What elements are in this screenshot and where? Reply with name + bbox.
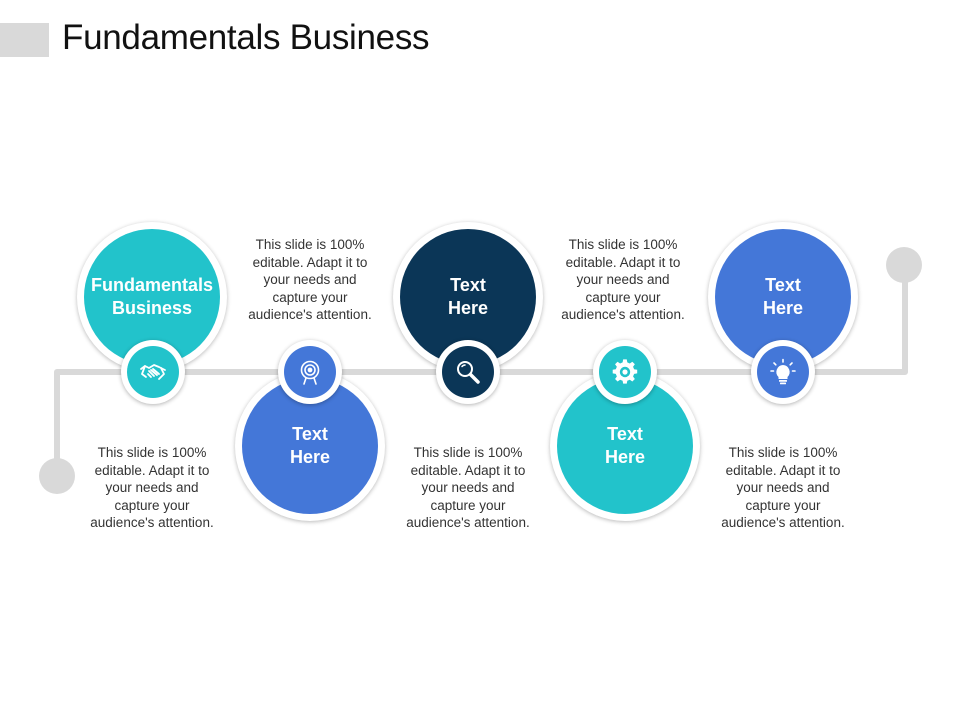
page-title: Fundamentals Business [62, 18, 430, 57]
step-node-5: Text Here [708, 222, 858, 372]
step-description-5-line-3: your needs and [736, 480, 830, 496]
step-node-2-label-line-1: Text [292, 424, 328, 444]
step-node-3-label-line-2: Here [447, 298, 489, 318]
step-description-3: This slide is 100% editable. Adapt it to… [393, 444, 543, 532]
step-description-2-line-3: your needs and [263, 272, 357, 288]
step-description-3-line-4: capture your [430, 497, 506, 513]
step-node-4-label-line-2: Here [604, 447, 646, 467]
step-badge-5 [751, 340, 815, 404]
step-badge-2 [278, 340, 342, 404]
step-description-5-line-5: audience's attention. [721, 515, 845, 531]
gear-icon [612, 359, 638, 384]
step-node-5-label-line-1: Text [765, 275, 801, 295]
step-badge-3 [436, 340, 500, 404]
step-description-1-line-1: This slide is 100% [97, 445, 207, 460]
handshake-icon [140, 364, 166, 380]
step-description-1-line-2: editable. Adapt it to [94, 462, 210, 478]
step-description-4-line-4: capture your [585, 289, 661, 305]
step-description-1-line-4: capture your [114, 497, 190, 513]
step-description-4-line-3: your needs and [576, 272, 670, 288]
step-description-5-line-2: editable. Adapt it to [725, 462, 841, 478]
step-badge-4-circle [599, 346, 651, 398]
step-node-4-label-line-1: Text [607, 424, 643, 444]
step-description-2: This slide is 100% editable. Adapt it to… [235, 236, 385, 324]
step-description-3-line-5: audience's attention. [406, 515, 530, 531]
lightbulb-icon [770, 358, 796, 385]
step-description-2-line-1: This slide is 100% [255, 237, 365, 252]
step-description-2-line-5: audience's attention. [248, 307, 372, 323]
step-description-2-line-4: capture your [272, 289, 348, 305]
step-description-5: This slide is 100% editable. Adapt it to… [708, 444, 858, 532]
step-description-4-line-1: This slide is 100% [568, 237, 678, 252]
magnifier-icon [457, 361, 480, 384]
step-node-2-label-line-2: Here [289, 447, 331, 467]
step-description-1-line-5: audience's attention. [90, 515, 214, 531]
step-description-1-line-3: your needs and [105, 480, 199, 496]
step-badge-3-circle [442, 346, 494, 398]
step-description-4-line-2: editable. Adapt it to [565, 254, 681, 270]
target-icon [300, 360, 320, 385]
step-badge-4 [593, 340, 657, 404]
step-description-5-line-1: This slide is 100% [728, 445, 838, 460]
step-badge-1-circle [127, 346, 179, 398]
step-description-4-line-5: audience's attention. [561, 307, 685, 323]
step-description-2-line-2: editable. Adapt it to [252, 254, 368, 270]
step-node-1-label-line-1: Fundamentals [90, 275, 214, 295]
step-description-3-line-3: your needs and [421, 480, 515, 496]
step-node-5-label-line-2: Here [762, 298, 804, 318]
step-description-1: This slide is 100% editable. Adapt it to… [77, 444, 227, 532]
step-description-3-line-1: This slide is 100% [413, 445, 523, 460]
step-description-3-line-2: editable. Adapt it to [410, 462, 526, 478]
title-accent-bar [0, 23, 49, 57]
step-badge-2-circle [284, 346, 336, 398]
step-badge-5-circle [757, 346, 809, 398]
step-node-3-label-line-1: Text [450, 275, 486, 295]
step-badge-1 [121, 340, 185, 404]
step-description-4: This slide is 100% editable. Adapt it to… [548, 236, 698, 324]
timeline-start-dot [39, 458, 75, 494]
step-node-1-label-line-2: Business [111, 298, 193, 318]
step-description-5-line-4: capture your [745, 497, 821, 513]
timeline-end-dot [886, 247, 922, 283]
